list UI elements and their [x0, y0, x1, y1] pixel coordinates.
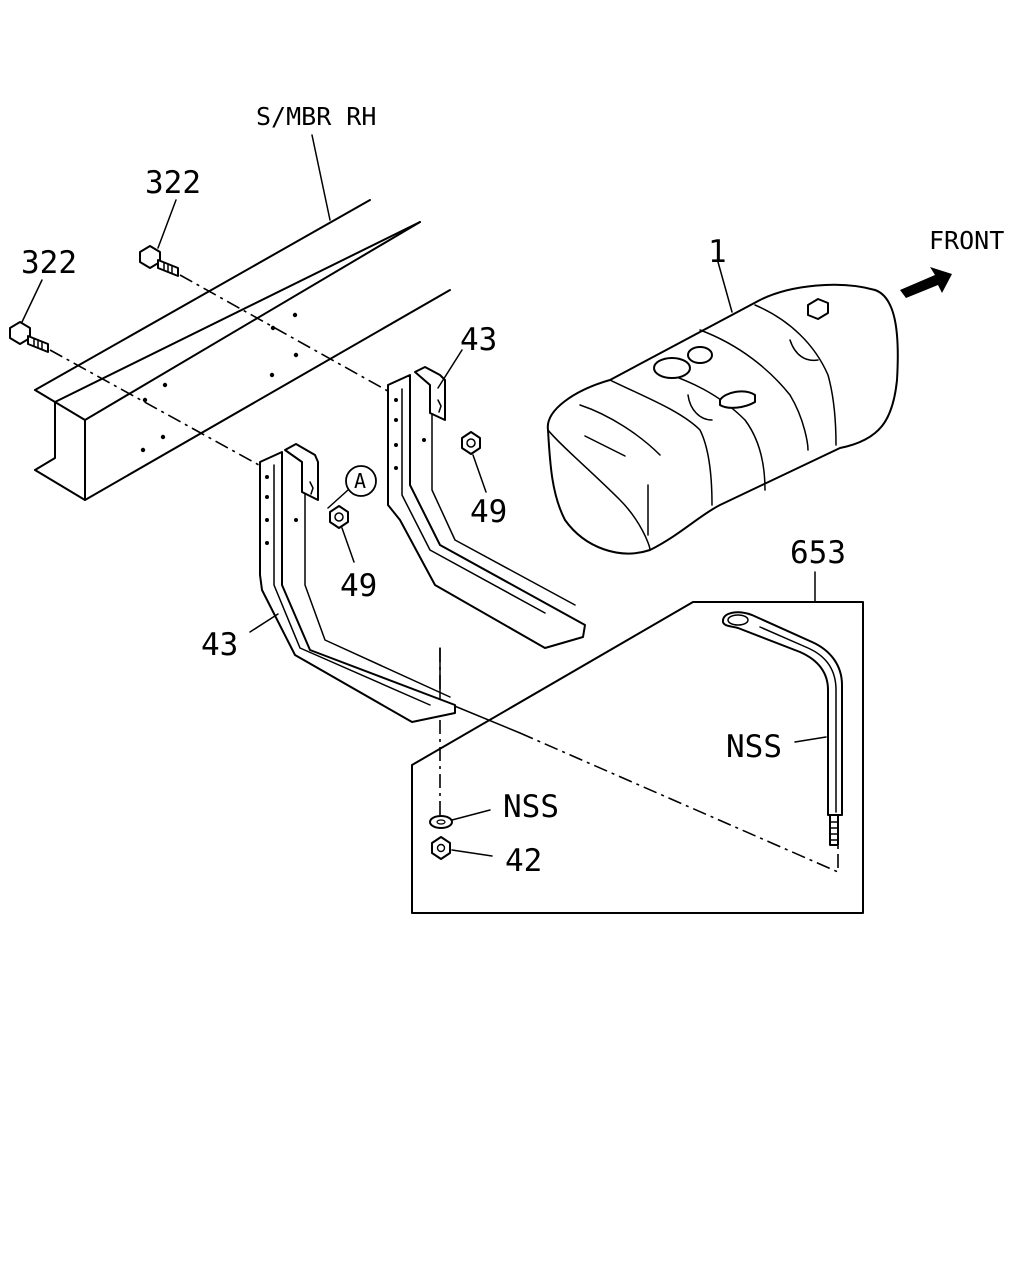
label-bracket-front: 43 [201, 627, 238, 663]
label-frame-member: S/MBR RH [256, 102, 376, 131]
nut-rear [461, 431, 481, 455]
strap-nss [722, 611, 843, 846]
label-strap-nss: NSS [726, 729, 782, 765]
leader-strap-nss [794, 736, 827, 743]
nut-front [329, 505, 349, 529]
nut-strap [431, 836, 451, 860]
bracket-front [259, 443, 456, 723]
label-bolt-lower: 322 [21, 245, 77, 281]
bolt-axis-lower [49, 349, 269, 471]
front-direction-arrow-icon [900, 267, 952, 298]
label-view-ref: A [354, 469, 366, 493]
bolt-lower [9, 321, 49, 353]
label-nut-rear: 49 [470, 494, 507, 530]
fuel-tank [546, 283, 899, 555]
leader-frame [311, 134, 331, 221]
leader-bolt-upper [157, 199, 177, 249]
leader-nut-rear [472, 454, 487, 493]
strap-kit-box [411, 601, 864, 914]
label-nut-front: 49 [340, 568, 377, 604]
strap-link-line [519, 732, 839, 874]
leader-bracket-front [249, 613, 279, 633]
washer-nss [429, 815, 453, 829]
label-washer-nss: NSS [503, 789, 559, 825]
label-tank: 1 [708, 234, 727, 270]
leader-washer-nss [451, 809, 491, 821]
kit-leader-line [439, 647, 521, 734]
leader-nut-strap [451, 849, 493, 857]
bolt-upper [139, 245, 179, 277]
frame-side-member [34, 199, 451, 501]
bolt-axis-upper [179, 274, 396, 396]
leader-nut-front [341, 527, 355, 563]
leader-bracket-rear [437, 349, 463, 389]
leader-bolt-lower [21, 279, 43, 323]
bracket-rear [387, 366, 586, 649]
label-nut-strap: 42 [505, 843, 542, 879]
label-bolt-upper: 322 [145, 165, 201, 201]
leader-tank [717, 261, 733, 313]
leader-view-ref [327, 489, 349, 509]
view-ref-circle [345, 465, 377, 497]
label-front: FRONT [929, 226, 1004, 255]
label-strap-kit: 653 [790, 535, 846, 571]
label-bracket-rear: 43 [460, 322, 497, 358]
